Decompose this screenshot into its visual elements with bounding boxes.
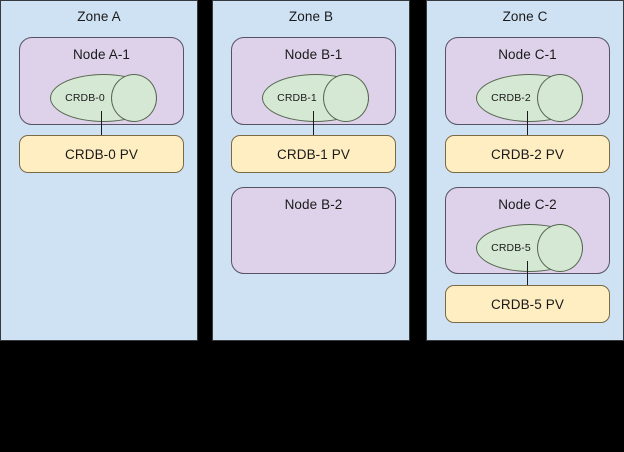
pv-crdb-5-label: CRDB-5 PV bbox=[491, 296, 564, 312]
pv-crdb-1: CRDB-1 PV bbox=[231, 135, 396, 173]
connector-node-a-1-to-pv bbox=[101, 111, 102, 136]
connector-node-b-1-to-pv bbox=[313, 111, 314, 136]
node-b-2: Node B-2 bbox=[231, 187, 396, 274]
node-b-2-title: Node B-2 bbox=[284, 197, 343, 212]
zone-a-title: Zone A bbox=[77, 9, 121, 24]
node-c-1: Node C-1 CRDB-2 bbox=[445, 37, 610, 125]
database-label: CRDB-2 bbox=[491, 92, 531, 104]
node-b-1-title: Node B-1 bbox=[284, 47, 343, 62]
node-c-2: Node C-2 CRDB-5 bbox=[445, 187, 610, 274]
zone-b-title: Zone B bbox=[288, 9, 334, 24]
node-a-1-title: Node A-1 bbox=[72, 47, 131, 62]
pv-crdb-0: CRDB-0 PV bbox=[19, 135, 184, 173]
database-crdb-2: CRDB-2 bbox=[476, 74, 583, 122]
connector-node-c-2-to-pv bbox=[527, 261, 528, 286]
pv-crdb-2-label: CRDB-2 PV bbox=[491, 146, 564, 162]
pv-crdb-5: CRDB-5 PV bbox=[445, 285, 610, 323]
node-c-2-title: Node C-2 bbox=[498, 197, 557, 212]
zone-a: Zone A Node A-1 CRDB-0 CRDB-0 PV bbox=[0, 0, 198, 341]
database-crdb-5: CRDB-5 bbox=[476, 224, 583, 272]
database-crdb-0: CRDB-0 bbox=[50, 74, 157, 122]
pv-crdb-1-label: CRDB-1 PV bbox=[277, 146, 350, 162]
cylinder-cap bbox=[323, 74, 369, 122]
zone-b: Zone B Node B-1 CRDB-1 CRDB-1 PV Node B-… bbox=[212, 0, 410, 341]
cylinder-cap bbox=[111, 74, 157, 122]
database-label: CRDB-1 bbox=[277, 92, 317, 104]
node-a-1: Node A-1 CRDB-0 bbox=[19, 37, 184, 125]
pv-crdb-2: CRDB-2 PV bbox=[445, 135, 610, 173]
zone-c-title: Zone C bbox=[502, 9, 548, 24]
cylinder-cap bbox=[537, 74, 583, 122]
zone-c: Zone C Node C-1 CRDB-2 CRDB-2 PV Node C-… bbox=[426, 0, 624, 341]
database-crdb-1: CRDB-1 bbox=[262, 74, 369, 122]
database-label: CRDB-0 bbox=[65, 92, 105, 104]
pv-crdb-0-label: CRDB-0 PV bbox=[65, 146, 138, 162]
cylinder-cap bbox=[537, 224, 583, 272]
database-label: CRDB-5 bbox=[491, 242, 531, 254]
node-c-1-title: Node C-1 bbox=[498, 47, 557, 62]
connector-node-c-1-to-pv bbox=[527, 111, 528, 136]
node-b-1: Node B-1 CRDB-1 bbox=[231, 37, 396, 125]
